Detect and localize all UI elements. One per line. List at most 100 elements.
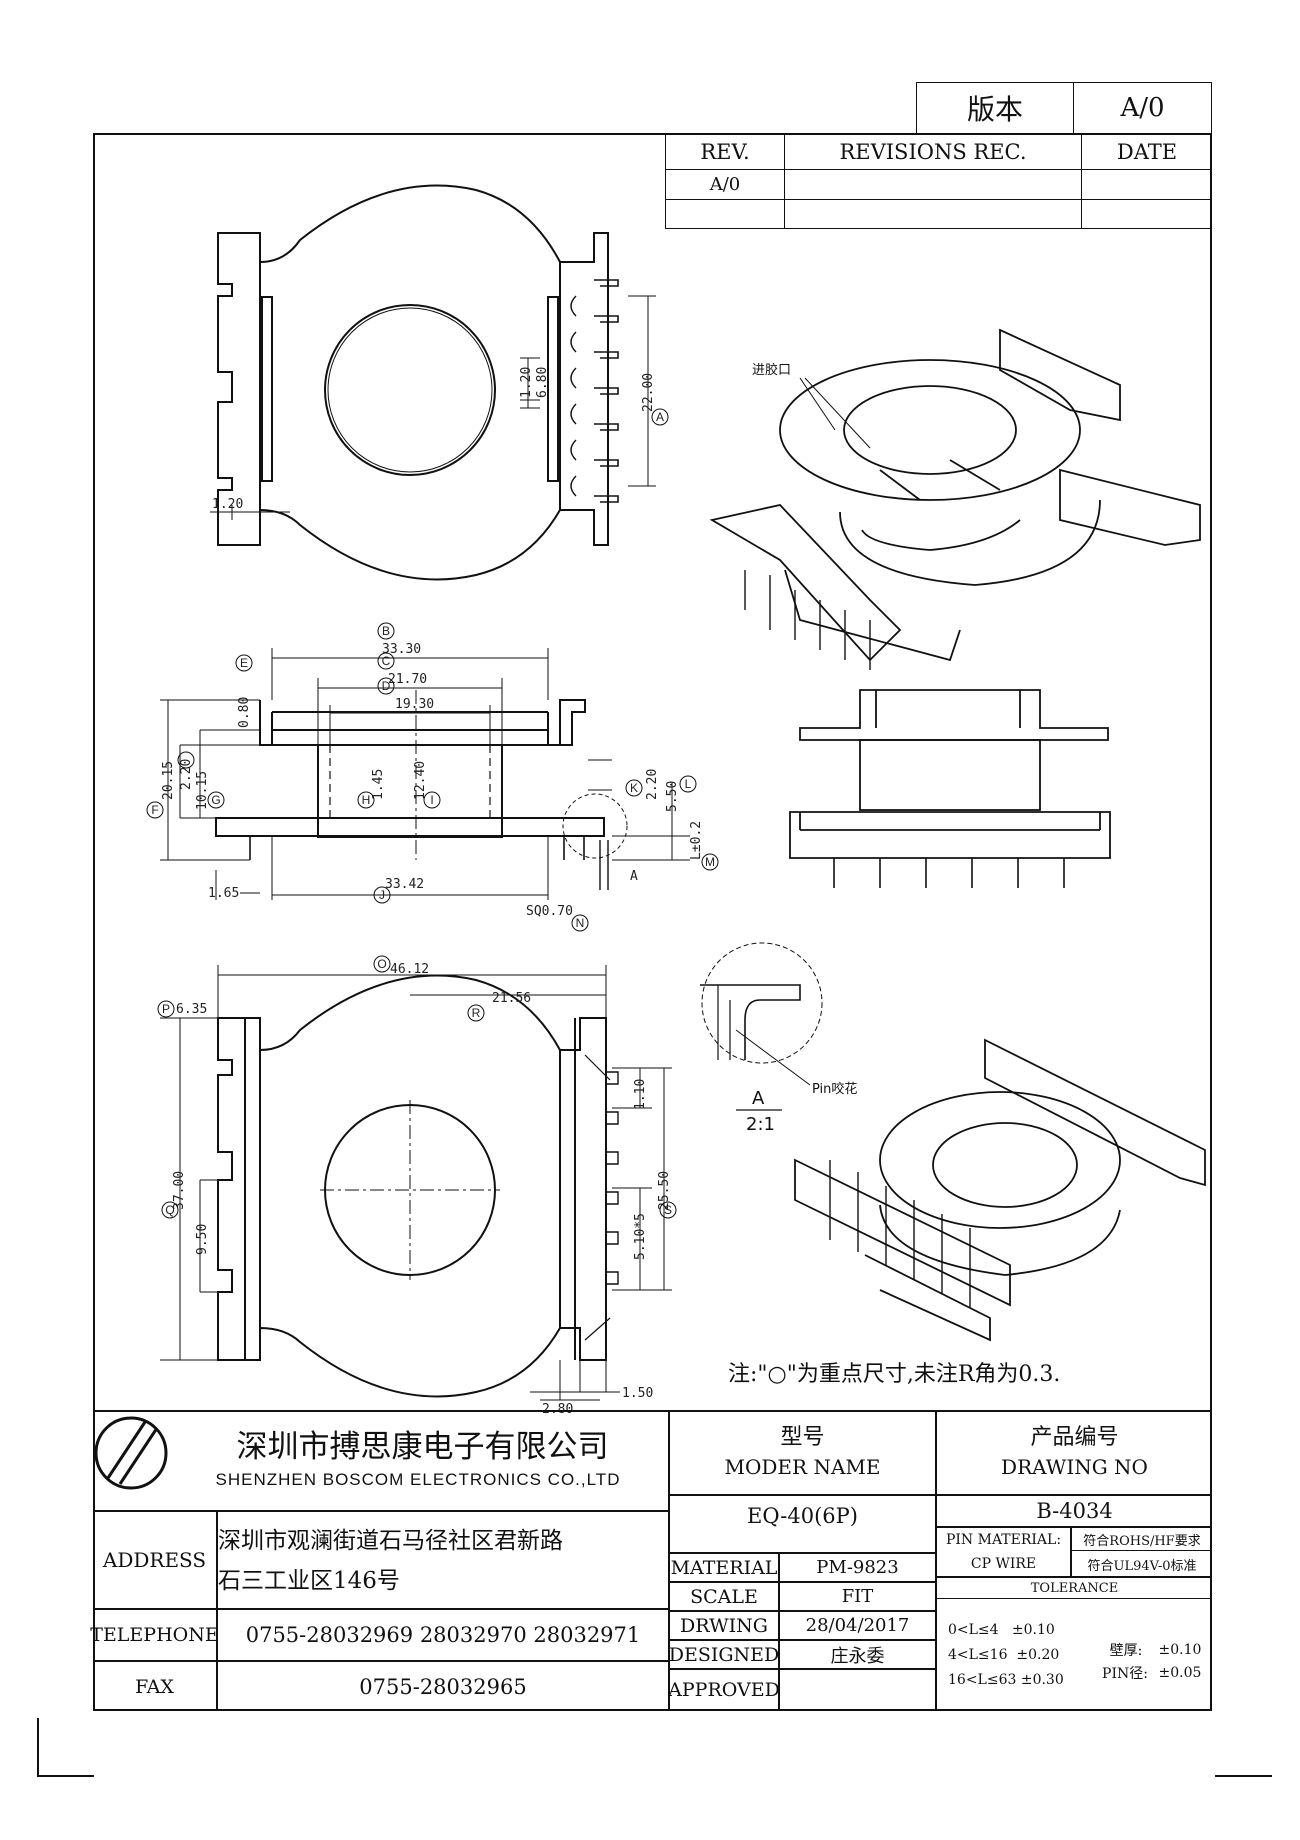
detail-a-view [700,942,823,1111]
dim-side-220a: 2.20 [179,759,194,790]
bubble-o: O [377,957,386,971]
dim-bottom-4612: 46.12 [390,962,429,977]
bubble-k: K [630,781,638,795]
fax-label: FAX [135,1675,174,1698]
drawing-value: B-4034 [1036,1499,1113,1523]
dim-bottom-3700: 37.00 [172,1171,187,1210]
bubble-r: R [472,1006,481,1020]
revisions-rec-header: REVISIONS REC. [784,135,1081,170]
detail-a-scale: 2:1 [746,1114,775,1135]
bubble-e: E [240,656,248,670]
dim-side-L: L±0.2 [689,821,704,860]
tolerance-row-1: 0<L≤4 ±0.10 [948,1622,1055,1638]
detail-a-label: A [752,1088,765,1109]
dim-bottom-110: 1.10 [633,1079,648,1110]
wall-label: 壁厚: [1109,1643,1143,1659]
company-name-cn: 深圳市搏思康电子有限公司 [236,1428,609,1465]
scale-value: FIT [841,1586,874,1607]
gate-label: 进胶口 [752,362,791,378]
bubble-j: J [379,888,385,902]
bottom-view [160,965,672,1401]
rohs-compliance: 符合ROHS/HF要求 [1083,1533,1201,1549]
model-label-en: MODER NAME [724,1455,881,1479]
rev-cell: A/0 [665,170,784,200]
model-label-cn: 型号 [780,1425,825,1450]
dim-side-2170: 21.70 [388,672,427,687]
top-view [210,184,656,581]
ul-compliance: 符合UL94V-0标准 [1087,1558,1197,1574]
dim-bottom-2156: 21.56 [492,991,531,1006]
bubble-g: G [211,793,220,807]
drwing-label: DRWING [680,1614,768,1637]
note-text: 注:"○"为重点尺寸,未注R角为0.3. [728,1362,1060,1387]
dim-side-3330: 33.30 [382,642,421,657]
telephone-value: 0755-28032969 28032970 28032971 [245,1623,641,1647]
date-header: DATE [1081,135,1212,170]
dim-top-h2200: 22.00 [641,373,656,412]
dim-side-220b: 2.20 [645,769,660,800]
bubble-f: F [151,803,158,817]
address-label: ADDRESS [102,1548,207,1572]
dim-side-165: 1.65 [208,886,239,901]
bubble-c: C [382,654,391,668]
dim-bottom-635: 6.35 [176,1002,207,1017]
bubble-n: N [576,916,585,930]
bubble-d: D [382,679,391,693]
bubble-i: I [430,793,433,807]
dim-side-550: 5.50 [665,781,680,812]
drawing-frame [93,133,1212,1711]
wall-value: ±0.10 [1158,1642,1202,1658]
bubble-b: B [382,624,390,638]
fax-value: 0755-28032965 [359,1674,527,1699]
bubble-a: A [656,410,664,424]
dim-bottom-280: 2.80 [542,1402,573,1417]
model-value: EQ-40(6P) [746,1504,858,1528]
dim-bottom-2550: 25.50 [657,1171,672,1210]
revision-date-cell [1081,170,1212,200]
dim-side-sq070: SQ0.70 [526,904,573,919]
bubble-q: Q [165,1203,174,1217]
dim-side-080: 0.80 [237,697,252,728]
pin-material-label: PIN MATERIAL: [945,1532,1062,1548]
dim-top-h120: 1.20 [519,367,534,398]
pin-dia-label: PIN径: [1102,1666,1148,1682]
pin-dia-value: ±0.05 [1158,1665,1202,1681]
bubble-p: P [162,1002,170,1016]
dim-side-3342: 33.42 [385,877,424,892]
dim-top-h680: 6.80 [535,367,550,398]
material-value: PM-9823 [816,1557,899,1578]
crop-mark-bottom-left [37,1775,94,1777]
designed-value: 庄永委 [830,1645,885,1667]
dim-bottom-950: 9.50 [195,1224,210,1255]
dim-side-2015: 20.15 [161,761,176,800]
side-view [160,648,690,900]
drwing-value: 28/04/2017 [805,1615,910,1636]
approved-value [780,1670,935,1710]
dim-top-w120: 1.20 [212,497,243,512]
bubble-h: H [362,793,371,807]
crop-mark-bottom-right [1215,1775,1272,1777]
pin-material-value: CP WIRE [970,1556,1037,1572]
company-logo [94,1416,168,1490]
designed-label: DESIGNED [668,1643,780,1666]
bubble-s: S [664,1203,672,1217]
isometric-view-top [709,328,1201,670]
dim-bottom-510: 5.10*5 [633,1213,648,1260]
revision-date-cell-empty [1081,200,1212,229]
address-line2: 石三工业区146号 [218,1568,400,1594]
bubble-m: M [705,855,715,869]
dim-bottom-150: 1.50 [622,1386,653,1401]
rev-header: REV. [665,135,784,170]
bubble-l: L [685,777,692,791]
tolerance-row-2: 4<L≤16 ±0.20 [948,1647,1060,1663]
rev-cell-empty [665,200,784,229]
pin-crimp-label: Pin咬花 [812,1081,857,1097]
crop-mark-left [37,1718,39,1775]
revision-desc-cell-empty [784,200,1081,229]
telephone-label: TELEPHONE [90,1624,219,1646]
tolerance-row-3: 16<L≤63 ±0.30 [948,1672,1064,1688]
dim-side-1930: 19.30 [395,697,434,712]
dim-side-1015: 10.15 [195,771,210,810]
revision-desc-cell [784,170,1081,200]
